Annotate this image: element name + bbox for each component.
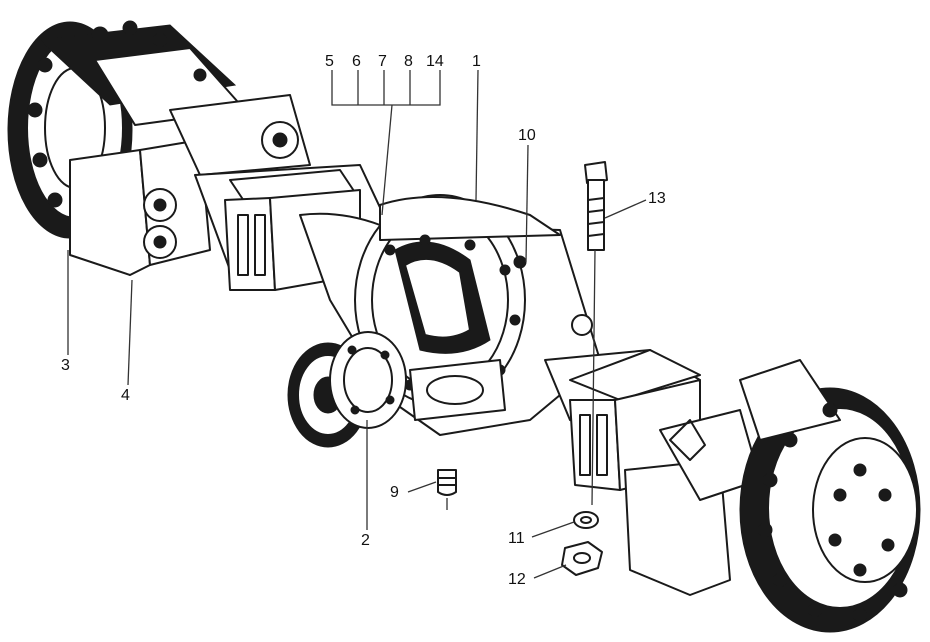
callout-3: 3: [61, 357, 70, 374]
callout-1: 1: [472, 53, 481, 70]
callout-2: 2: [361, 532, 370, 549]
right-axle-tube: [544, 349, 701, 491]
u-bolt-stud: [584, 161, 608, 506]
callout-5: 5: [325, 53, 334, 70]
washer: [573, 511, 599, 529]
callout-8: 8: [404, 53, 413, 70]
leader-lines: [67, 69, 647, 579]
right-wheel-hub: [739, 359, 921, 633]
callout-labels: 1 2 3 4 5 6 7 8 9 10 11 12 13 14: [61, 53, 666, 588]
callout-12: 12: [508, 571, 526, 588]
left-brake-assembly: [69, 94, 311, 276]
callout-14: 14: [426, 53, 444, 70]
callout-7: 7: [378, 53, 387, 70]
callout-13: 13: [648, 190, 666, 207]
callout-9: 9: [390, 484, 399, 501]
hex-nut: [561, 541, 603, 576]
drain-plug: [437, 469, 457, 510]
callout-6: 6: [352, 53, 361, 70]
callout-11: 11: [508, 530, 525, 547]
callout-10: 10: [518, 127, 536, 144]
callout-4: 4: [121, 387, 130, 404]
right-brake-assembly: [624, 409, 761, 596]
pinion-flange: [287, 331, 407, 448]
